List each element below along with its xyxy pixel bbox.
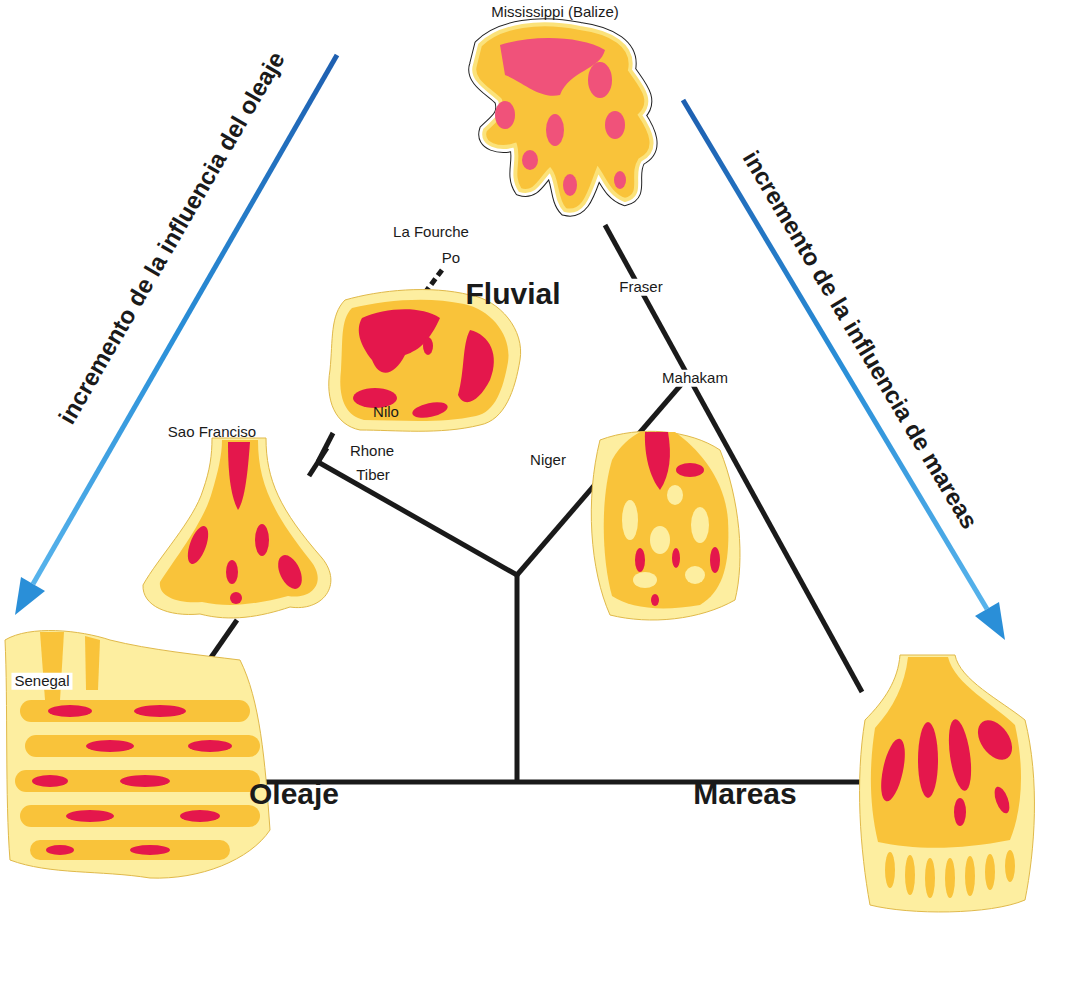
delta-name: Po [442, 250, 460, 267]
delta-name: Senegal [11, 673, 72, 690]
region-label: Mareas [693, 777, 796, 810]
delta-name: Mahakam [659, 370, 731, 387]
region-label: Oleaje [249, 777, 339, 810]
delta-name: Mississippi (Balize) [491, 4, 619, 21]
delta-name: Rhone [350, 443, 394, 460]
delta-name: Fraser [616, 279, 665, 296]
delta-name: Sao Franciso [168, 424, 256, 441]
delta-name: La Fourche [393, 224, 469, 241]
delta-name: Nilo [373, 404, 399, 421]
axis-label: incremento de la influencia de mareas [737, 146, 982, 533]
delta-name: Niger [527, 452, 569, 469]
delta-name: Tiber [356, 467, 390, 484]
region-label: Fluvial [465, 277, 560, 310]
axis-label: incremento de la influencia del oleaje [54, 47, 290, 428]
